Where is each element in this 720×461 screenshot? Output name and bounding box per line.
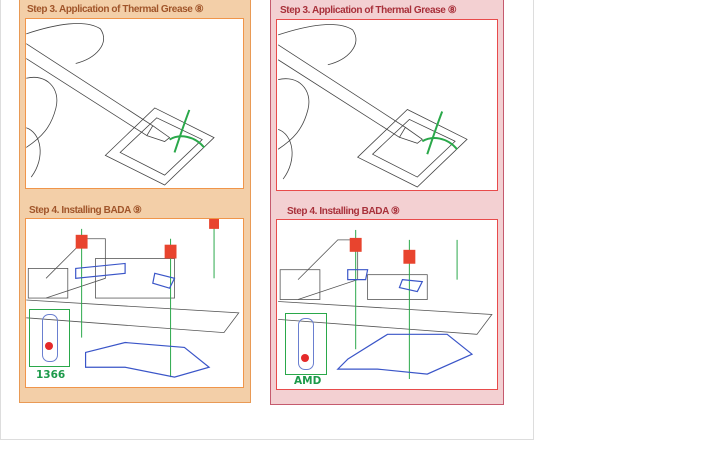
bada-install-illustration: AMD	[276, 219, 498, 390]
thermal-grease-illustration	[25, 18, 244, 189]
thermal-grease-illustration	[276, 19, 498, 191]
grease-drawing	[26, 23, 215, 186]
socket-detail-inset	[29, 309, 70, 367]
bada-install-illustration: 1366	[25, 218, 244, 388]
amd-panel: Step 3. Application of Thermal Grease ⑧ …	[270, 0, 504, 405]
step3-title: Step 3. Application of Thermal Grease ⑧	[27, 4, 204, 15]
mount-position-dot	[301, 354, 309, 362]
grease-drawing	[277, 24, 468, 188]
step4-title: Step 4. Installing BADA ⑨	[287, 206, 400, 217]
step4-title: Step 4. Installing BADA ⑨	[29, 205, 142, 216]
socket-label: 1366	[36, 369, 66, 381]
intel-panel: Step 3. Application of Thermal Grease ⑧ …	[19, 0, 251, 403]
bada-drawing	[26, 219, 240, 378]
bada-drawing	[278, 229, 493, 380]
step3-title: Step 3. Application of Thermal Grease ⑧	[280, 5, 457, 16]
socket-label: AMD	[294, 375, 322, 387]
mount-position-dot	[45, 342, 53, 350]
socket-detail-inset	[285, 313, 327, 375]
